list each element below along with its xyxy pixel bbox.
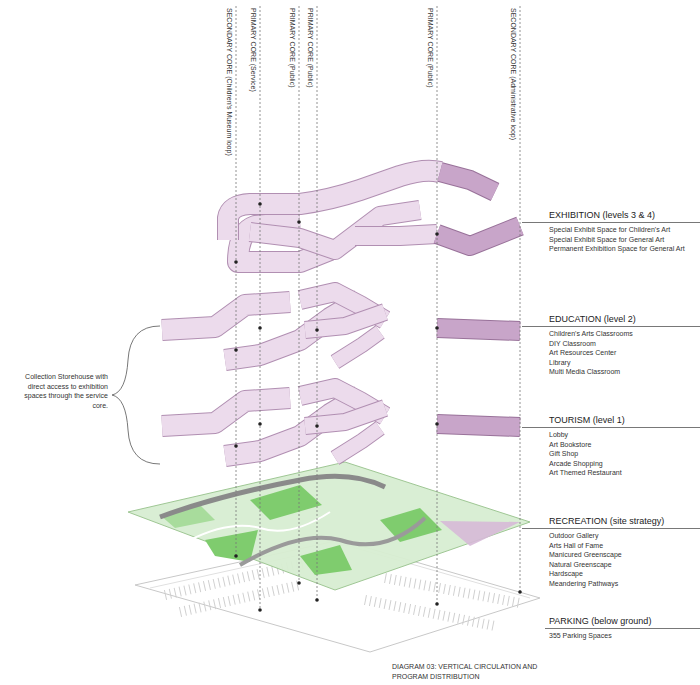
- program-item: Meandering Pathways: [549, 579, 618, 588]
- program-item: Children's Arts Classrooms: [549, 329, 633, 338]
- core-dot: [234, 444, 238, 448]
- site-admin-patch: [440, 521, 520, 546]
- core-line: [520, 6, 521, 592]
- program-item: Multi Media Classroom: [549, 367, 620, 376]
- program-item: Gift Shop: [549, 449, 578, 458]
- core-dot: [435, 422, 439, 426]
- level-leader: [522, 222, 700, 223]
- program-item: 355 Parking Spaces: [549, 631, 612, 640]
- core-label: PRIMARY CORE (Service): [249, 8, 258, 92]
- program-item: Hardscape: [549, 569, 583, 578]
- core-label: PRIMARY CORE (Public): [426, 8, 435, 87]
- hardscape-path: [160, 476, 385, 517]
- program-item: Outdoor Gallery: [549, 531, 598, 540]
- core-dot: [435, 326, 439, 330]
- floor-ribbon: [228, 171, 440, 240]
- admin-ribbon: [437, 226, 520, 246]
- program-item: Library: [549, 358, 570, 367]
- diagram-caption: DIAGRAM 03: VERTICAL CIRCULATION AND PRO…: [392, 662, 572, 681]
- program-item: Art Resources Center: [549, 348, 616, 357]
- core-dot: [258, 202, 262, 206]
- core-dot: [435, 232, 439, 236]
- floor-ribbon-outline: [228, 171, 440, 240]
- core-label: SECONDARY CORE (Children's Museum loop): [225, 8, 234, 156]
- core-dot: [234, 554, 238, 558]
- tourism-level: [162, 388, 520, 458]
- program-item: DIY Classroom: [549, 339, 596, 348]
- level-heading: RECREATION (site strategy): [549, 516, 664, 527]
- greenscape: [380, 508, 442, 542]
- greenscape: [300, 545, 352, 575]
- core-line: [299, 6, 300, 583]
- callout-note: Collection Storehouse with direct access…: [8, 372, 108, 410]
- core-dot: [518, 590, 522, 594]
- core-dot: [258, 326, 262, 330]
- core-label: PRIMARY CORE (Public): [288, 8, 297, 87]
- program-item: Special Exhibit Space for Children's Art: [549, 225, 670, 234]
- level-leader: [545, 628, 700, 629]
- program-item: Manicured Greenscape: [549, 550, 622, 559]
- hardscape-path: [240, 518, 425, 565]
- level-heading: EXHIBITION (levels 3 & 4): [549, 210, 655, 221]
- level-leader: [522, 427, 700, 428]
- program-item: Arts Hall of Fame: [549, 541, 603, 550]
- parking-drive: [150, 545, 530, 598]
- core-label: SECONDARY CORE (Administrative loop): [509, 8, 518, 140]
- core-dot: [258, 422, 262, 426]
- parking-stalls: [365, 600, 495, 626]
- admin-ribbon-outline: [437, 226, 520, 246]
- core-line: [260, 6, 261, 610]
- program-item: Arcade Shopping: [549, 459, 603, 468]
- core-dot: [315, 424, 319, 428]
- education-level: [162, 292, 520, 362]
- level-heading: EDUCATION (level 2): [549, 314, 636, 325]
- level-leader: [522, 528, 700, 529]
- program-item: Art Themed Restaurant: [549, 468, 622, 477]
- program-item: Permanent Exhibition Space for General A…: [549, 244, 685, 253]
- bracket: [112, 326, 160, 464]
- program-item: Special Exhibit Space for General Art: [549, 235, 664, 244]
- floor-ribbon: [355, 234, 437, 236]
- program-item: Lobby: [549, 430, 568, 439]
- core-line: [317, 6, 318, 600]
- core-label: PRIMARY CORE (Public): [306, 8, 315, 87]
- core-dot: [234, 260, 238, 264]
- core-dot: [435, 602, 439, 606]
- level-heading: TOURISM (level 1): [549, 415, 625, 426]
- core-dot: [315, 598, 319, 602]
- site-plane: [128, 462, 530, 590]
- core-line: [437, 6, 438, 604]
- core-dot: [297, 220, 301, 224]
- core-dot: [297, 581, 301, 585]
- parking-stalls: [180, 585, 300, 612]
- admin-ribbon-outline: [440, 172, 495, 192]
- parking-plane: [135, 540, 540, 652]
- program-item: Art Bookstore: [549, 440, 591, 449]
- floor-ribbon-outline: [355, 234, 437, 236]
- parking-stalls: [385, 578, 520, 603]
- level-heading: PARKING (below ground): [549, 616, 651, 627]
- core-dot: [258, 608, 262, 612]
- admin-ribbon: [440, 172, 495, 192]
- program-item: Natural Greenscape: [549, 560, 612, 569]
- level-leader: [522, 326, 700, 327]
- core-dot: [315, 328, 319, 332]
- core-line: [236, 6, 237, 556]
- core-dot: [234, 348, 238, 352]
